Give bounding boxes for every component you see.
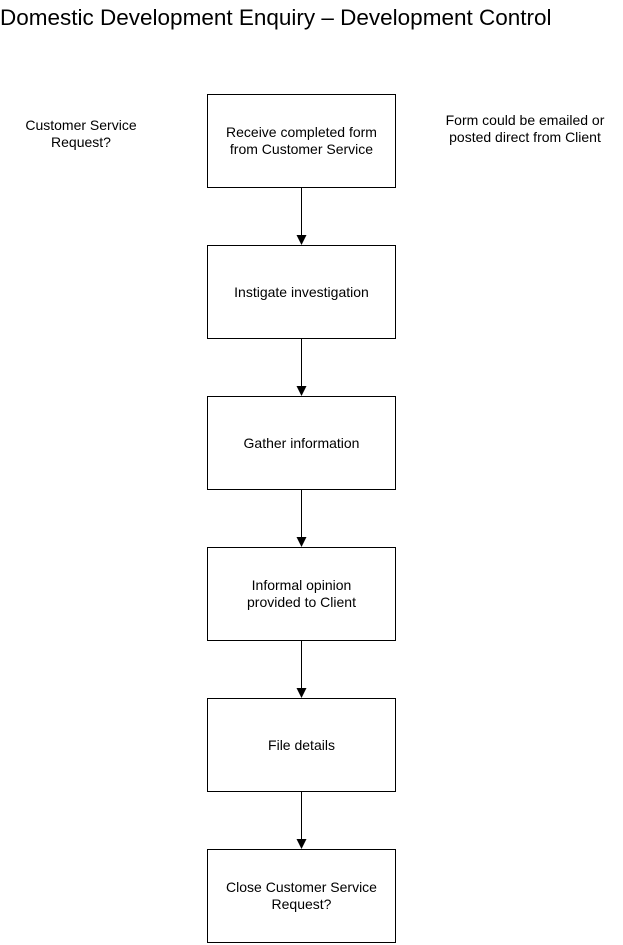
step-close-request: Close Customer Service Request? (207, 849, 396, 943)
annotation-form-delivery-note: Form could be emailed or posted direct f… (445, 112, 605, 145)
step-label: Gather information (243, 434, 360, 451)
step-label: Informal opinion provided to Client (247, 577, 356, 610)
step-label: Close Customer Service Request? (226, 879, 377, 912)
step-label: File details (268, 736, 335, 753)
diagram-title: Domestic Development Enquiry – Developme… (0, 5, 552, 30)
step-file-details: File details (207, 698, 396, 792)
step-informal-opinion: Informal opinion provided to Client (207, 547, 396, 641)
step-instigate-investigation: Instigate investigation (207, 245, 396, 339)
annotation-customer-service-request: Customer Service Request? (25, 117, 137, 150)
step-receive-form: Receive completed form from Customer Ser… (207, 94, 396, 188)
step-label: Receive completed form from Customer Ser… (226, 124, 377, 157)
step-label: Instigate investigation (234, 283, 369, 300)
step-gather-information: Gather information (207, 396, 396, 490)
